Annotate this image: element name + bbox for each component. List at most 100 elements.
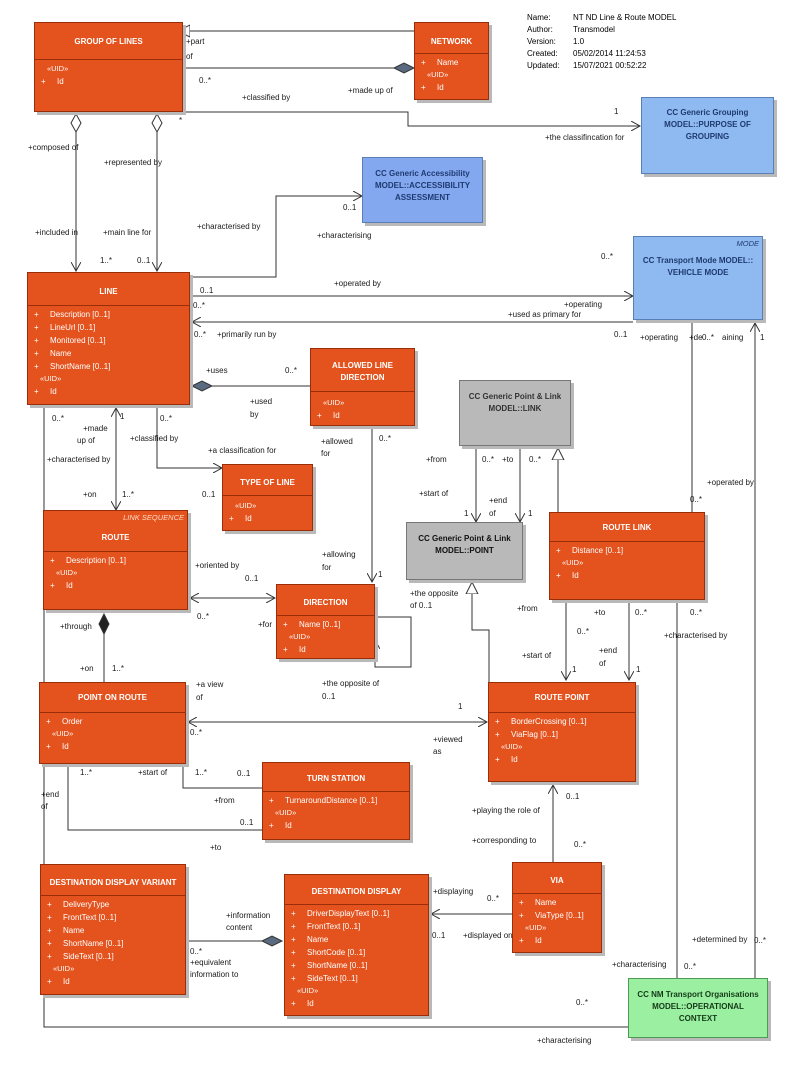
attribute: +Id [519, 936, 542, 945]
role-label: content [226, 923, 253, 932]
attribute: +Name [34, 349, 72, 358]
meta-author: Transmodel [573, 25, 615, 34]
role-label: +the opposite of [322, 679, 380, 688]
role-label: aining [722, 333, 744, 342]
attribute: +FrontText [0..1] [47, 913, 117, 922]
attribute: +Id [50, 581, 73, 590]
role-label: +through [60, 622, 92, 631]
multiplicity-label: 0..1 [343, 203, 357, 212]
multiplicity-label: 1 [760, 333, 765, 342]
multiplicity-label: 1..* [195, 768, 208, 777]
role-label: +to [594, 608, 606, 617]
multiplicity-label: 1..* [122, 490, 135, 499]
multiplicity-label: 1 [120, 412, 125, 421]
class-purpose-of-grouping[interactable]: CC Generic Grouping MODEL::PURPOSE OF GR… [641, 97, 774, 174]
class-turn-station[interactable]: TURN STATION +TurnaroundDistance [0..1] … [262, 762, 410, 840]
class-network[interactable]: NETWORK +Name «UID» +Id [414, 22, 489, 100]
class-title: CC Generic Accessibility MODEL::ACCESSIB… [374, 169, 471, 202]
attribute: +Name [519, 898, 557, 907]
role-label: +end [599, 646, 618, 655]
role-label: +used as primary for [508, 310, 582, 319]
class-operational-context[interactable]: CC NM Transport Organisations MODEL::OPE… [628, 978, 768, 1038]
class-title: ALLOWED LINE DIRECTION [332, 361, 393, 382]
uid-stereotype: «UID» [289, 632, 311, 641]
attribute: +BorderCrossing [0..1] [495, 717, 587, 726]
attribute: +SideText [0..1] [47, 952, 114, 961]
class-route-point[interactable]: ROUTE POINT +BorderCrossing [0..1] +ViaF… [488, 682, 636, 782]
role-label: +used [250, 397, 273, 406]
class-route[interactable]: LINK SEQUENCE ROUTE +Description [0..1] … [43, 510, 188, 610]
multiplicity-label: 1..* [80, 768, 93, 777]
role-label: +operating [640, 333, 679, 342]
role-label: +from [426, 455, 447, 464]
attribute: +Distance [0..1] [556, 546, 624, 555]
attribute: +Id [229, 514, 252, 523]
class-link[interactable]: CC Generic Point & Link MODEL::LINK [459, 380, 571, 446]
attribute: +ShortName [0..1] [34, 362, 111, 371]
class-point-on-route[interactable]: POINT ON ROUTE +Order «UID» +Id [39, 682, 186, 764]
multiplicity-label: 1..* [112, 664, 125, 673]
class-title: CC Transport Mode MODEL:: VEHICLE MODE [642, 256, 754, 277]
class-direction[interactable]: DIRECTION +Name [0..1] «UID» +Id [276, 584, 375, 659]
multiplicity-label: 0..* [190, 947, 203, 956]
multiplicity-label: 1 [458, 702, 463, 711]
role-label: of [41, 802, 48, 811]
uid-stereotype: «UID» [52, 729, 74, 738]
role-label: +start of [138, 768, 168, 777]
class-destination-display-variant[interactable]: DESTINATION DISPLAY VARIANT +DeliveryTyp… [40, 864, 186, 995]
role-label: information to [190, 970, 239, 979]
class-title: TURN STATION [306, 774, 366, 783]
class-via[interactable]: VIA +Name +ViaType [0..1] «UID» +Id [512, 862, 602, 953]
role-label: +end [41, 790, 60, 799]
multiplicity-label: 0..* [197, 612, 210, 621]
attribute: +TurnaroundDistance [0..1] [269, 796, 378, 805]
role-label: +operated by [707, 478, 754, 487]
class-title: ROUTE [101, 533, 130, 542]
attribute: +Description [0..1] [50, 556, 127, 565]
multiplicity-label: 1 [464, 509, 469, 518]
attribute: +ViaType [0..1] [519, 911, 584, 920]
role-label: +playing the role of [472, 806, 540, 815]
meta-name: NT ND Line & Route MODEL [573, 13, 677, 22]
attribute: +Id [46, 742, 69, 751]
multiplicity-label: 0..* [574, 840, 587, 849]
role-label: +on [80, 664, 94, 673]
role-label: +the classifincation for [545, 133, 625, 142]
multiplicity-label: 0..* [194, 330, 207, 339]
role-label: +de [689, 333, 703, 342]
uid-stereotype: «UID» [323, 398, 345, 407]
class-vehicle-mode[interactable]: MODE CC Transport Mode MODEL:: VEHICLE M… [633, 236, 763, 320]
role-label: +operated by [334, 279, 381, 288]
uid-stereotype: «UID» [275, 808, 297, 817]
class-destination-display[interactable]: DESTINATION DISPLAY +DriverDisplayText [… [284, 874, 429, 1016]
role-label: +a view [196, 680, 224, 689]
multiplicity-label: 0..* [160, 414, 173, 423]
uid-stereotype: «UID» [40, 374, 62, 383]
multiplicity-label: 0..1 [237, 769, 251, 778]
multiplicity-label: 0..1 [322, 692, 336, 701]
uid-stereotype: «UID» [47, 64, 69, 73]
attribute: +Id [317, 411, 340, 420]
class-allowed-line-direction[interactable]: ALLOWED LINE DIRECTION «UID» +Id [310, 348, 415, 426]
attribute: +LineUrl [0..1] [34, 323, 96, 332]
attribute: +DriverDisplayText [0..1] [291, 909, 390, 918]
role-label: +for [258, 620, 273, 629]
meta-version: 1.0 [573, 37, 585, 46]
class-point[interactable]: CC Generic Point & Link MODEL::POINT [406, 522, 523, 580]
class-accessibility-assessment[interactable]: CC Generic Accessibility MODEL::ACCESSIB… [362, 157, 483, 223]
class-title: CC NM Transport Organisations MODEL::OPE… [637, 990, 759, 1023]
attribute: +DeliveryType [47, 900, 110, 909]
role-label: +to [210, 843, 222, 852]
role-label: +to [502, 455, 514, 464]
class-route-link[interactable]: ROUTE LINK +Distance [0..1] «UID» +Id [549, 512, 705, 600]
attribute: +ShortCode [0..1] [291, 948, 366, 957]
attribute: +Id [495, 755, 518, 764]
class-group-of-lines[interactable]: GROUP OF LINES «UID» +Id [34, 22, 183, 112]
class-line[interactable]: LINE +Description [0..1] +LineUrl [0..1]… [27, 272, 190, 405]
role-label: +characterised by [197, 222, 261, 231]
multiplicity-label: 1 [378, 570, 383, 579]
class-type-of-line[interactable]: TYPE OF LINE «UID» +Id [222, 464, 313, 531]
attribute: +Id [421, 83, 444, 92]
uid-stereotype: «UID» [525, 923, 547, 932]
